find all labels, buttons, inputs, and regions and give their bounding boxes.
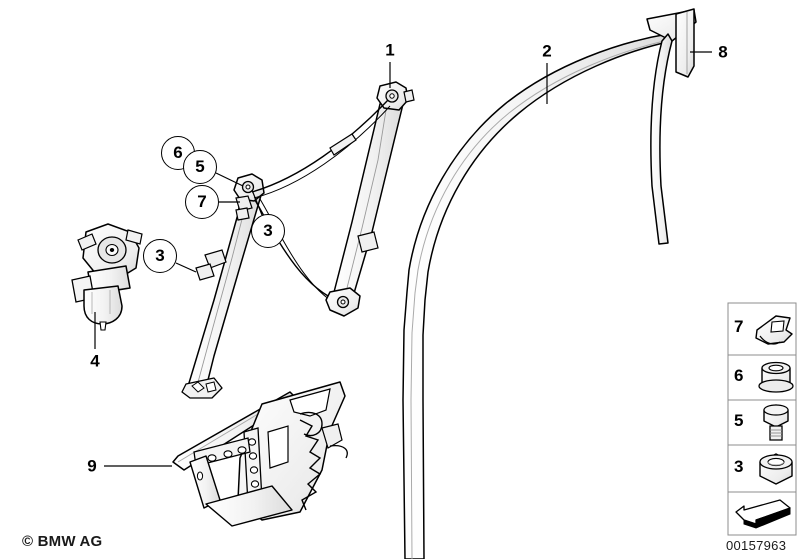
regulator-front-rail-head [233,173,265,221]
lock-nut-icon [759,453,793,485]
callout-4[interactable]: 4 [90,351,100,371]
callout-7[interactable]: 7 [185,185,219,219]
legend-label-6: 6 [734,366,744,385]
copyright-notice: © BMW AG [22,533,103,550]
window-regulator-assembly [188,81,415,397]
callout-1[interactable]: 1 [385,40,395,60]
regulator-lower-pivot [325,287,361,317]
callout-leader-lines [94,51,712,467]
legend-label-3: 3 [734,457,744,476]
flange-nut-icon [758,361,794,393]
callout-3-lower[interactable]: 3 [143,239,177,273]
callout-3-upper[interactable]: 3 [251,214,285,248]
callout-8[interactable]: 8 [718,42,728,62]
window-frame-seal-part2 [402,9,697,559]
direction-arrow-icon [735,499,791,529]
hex-bolt-icon [763,404,789,441]
window-lifter-motor-part4 [71,223,143,331]
legend-panel [727,302,797,536]
regulator-slider-shoe [357,231,379,253]
callout-5[interactable]: 5 [183,150,217,184]
door-window-carrier-part9 [172,377,348,527]
callout-9[interactable]: 9 [87,456,97,476]
retainer-clip-icon [755,315,793,345]
legend-label-5: 5 [734,411,744,430]
callout-2[interactable]: 2 [542,41,552,61]
vertical-window-trim-part8 [675,8,695,78]
window-seal-rear-leg [650,33,673,245]
diagram-part-number: 00157963 [726,538,787,553]
legend-label-7: 7 [734,317,744,336]
